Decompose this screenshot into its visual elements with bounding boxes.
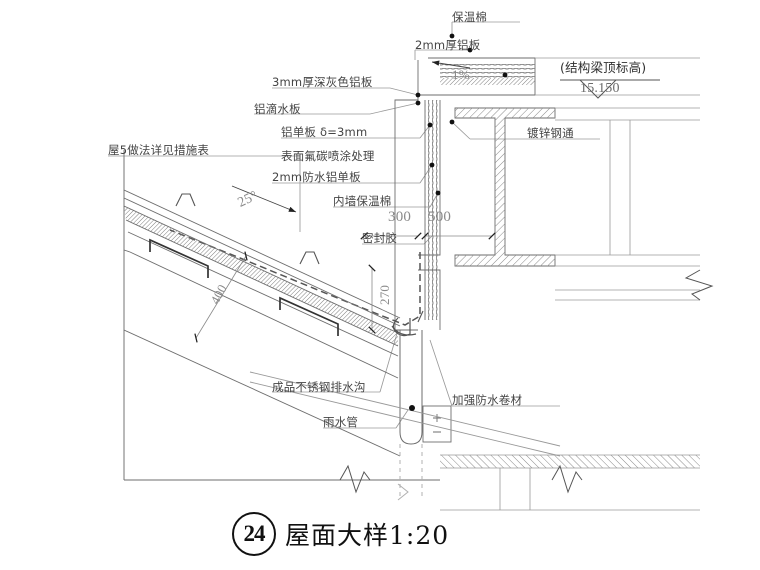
detail-pointer-dots — [409, 33, 508, 411]
section-cut-line — [249, 371, 561, 457]
dimension-lines — [194, 232, 496, 343]
annotation-galvanized-steel-tube: 镀锌钢通 — [527, 126, 574, 140]
dimension-500: 500 — [428, 209, 452, 225]
annotation-alum-single-plate: 铝单板 δ=3mm — [281, 125, 368, 139]
elevation-symbol — [560, 79, 660, 99]
dimension-300: 300 — [388, 209, 412, 225]
parapet-insulation-hatch — [440, 62, 535, 78]
annotation-alum-3mm-darkgray: 3mm厚深灰色铝板 — [272, 75, 373, 89]
annotation-insulation-top: 保温棉 — [452, 10, 488, 24]
roof-standing-seams — [175, 193, 424, 323]
annotation-rainwater-pipe: 雨水管 — [323, 415, 359, 429]
waterproof-membrane — [169, 229, 421, 326]
slab-hatch — [440, 455, 700, 468]
annotation-alum-2mm: 2mm厚铝板 — [415, 38, 481, 52]
annotation-sealant: 密封胶 — [362, 231, 398, 245]
slope-marker-parapet: 1% — [452, 67, 470, 82]
break-line-bottom — [339, 464, 583, 494]
pipe-clamp-symbol — [422, 405, 452, 443]
dimension-270: 270 — [377, 284, 392, 305]
detail-number: 24 — [232, 512, 276, 556]
annotation-stainless-gutter: 成品不锈钢排水沟 — [272, 380, 366, 394]
roof-substrate — [123, 150, 440, 481]
slope-arrow-roof — [231, 185, 297, 213]
annotation-alum-drip-plate: 铝滴水板 — [254, 102, 301, 116]
annotation-fluorocarbon-finish: 表面氟碳喷涂处理 — [281, 149, 375, 163]
annotation-roof5-spec-note: 屋5做法详见措施表 — [108, 143, 210, 157]
detail-title-block: 24 屋面大样1:20 — [232, 512, 449, 556]
parapet-plate-hatch — [440, 78, 535, 85]
annotation-reinforced-membrane: 加强防水卷材 — [452, 393, 523, 407]
roof-support-brackets — [149, 238, 339, 336]
roof-insulation-layer — [124, 206, 398, 346]
elevation-note: (结构梁顶标高) — [560, 60, 647, 75]
gutter-profile — [391, 317, 417, 337]
break-line-right — [684, 269, 714, 301]
beam-hatch — [455, 108, 555, 266]
leader-lines — [108, 21, 600, 480]
wall-insulation-hatch — [425, 100, 440, 320]
annotation-inner-insulation: 内墙保温棉 — [333, 194, 392, 208]
slope-arrow-parapet — [431, 60, 471, 69]
annotation-alum-waterproof-2mm: 2mm防水铝单板 — [272, 170, 361, 184]
wall-outline — [394, 57, 536, 331]
elevation-value: 15.150 — [580, 81, 620, 96]
detail-title: 屋面大样1:20 — [285, 521, 450, 550]
rainwater-downpipe — [397, 330, 423, 501]
